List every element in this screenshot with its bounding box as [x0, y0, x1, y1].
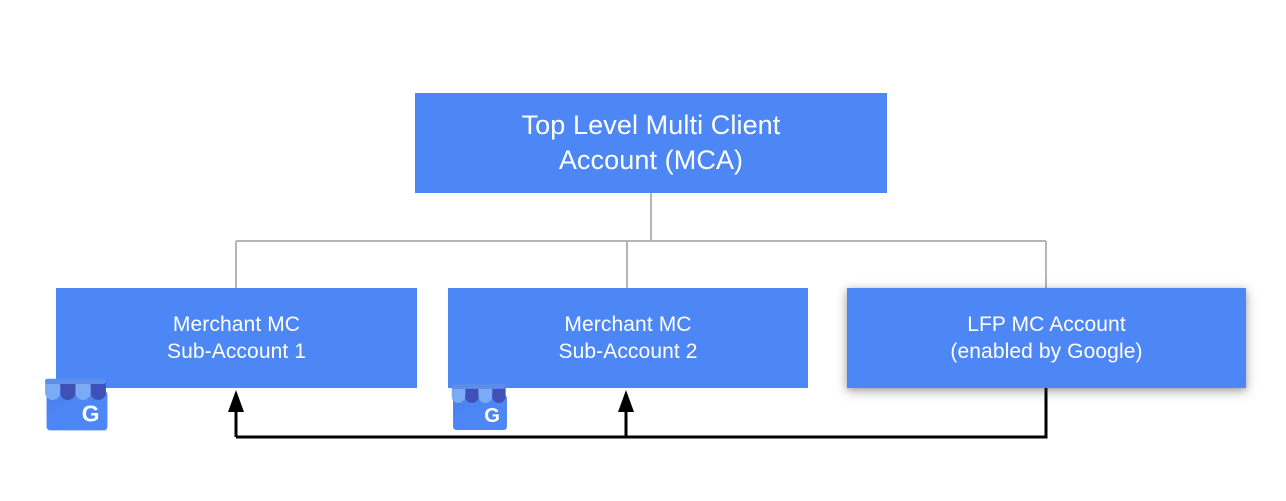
arrowheads: [228, 390, 634, 412]
gbp-awning-stripe-2: [465, 386, 479, 403]
gbp-awning-stripe-4: [492, 386, 506, 403]
gbp-g-glyph: G: [82, 400, 100, 426]
node-lfp-mc-account-label: LFP MC Account (enabled by Google): [950, 312, 1143, 363]
tree-connectors: [235, 193, 1047, 288]
node-top-level-mca-label: Top Level Multi Client Account (MCA): [521, 109, 781, 175]
node-merchant-mc-sub-account-2[interactable]: Merchant MC Sub-Account 2: [448, 288, 808, 388]
lfp-feedback-arrows: [234, 388, 1048, 439]
arrowhead-merchant-1: [228, 390, 244, 412]
node-top-level-mca[interactable]: Top Level Multi Client Account (MCA): [415, 93, 887, 193]
node-merchant-mc-sub-account-2-label: Merchant MC Sub-Account 2: [558, 312, 698, 363]
gbp-body: [46, 390, 108, 431]
gbp-body-shade: [46, 390, 108, 431]
gbp-g-glyph: G: [484, 405, 500, 427]
gbp-body-shade: [453, 394, 507, 430]
gbp-body: [453, 394, 507, 430]
gbp-awning-stripe-1: [451, 386, 466, 403]
gbp-awning-stripe-3: [478, 386, 493, 403]
node-merchant-mc-sub-account-1-label: Merchant MC Sub-Account 1: [166, 312, 307, 363]
arrowhead-merchant-2: [618, 390, 634, 412]
node-lfp-mc-account[interactable]: LFP MC Account (enabled by Google): [847, 288, 1246, 388]
arrow-path-lfp-source: [236, 388, 1048, 439]
node-merchant-mc-sub-account-1[interactable]: Merchant MC Sub-Account 1: [56, 288, 417, 388]
